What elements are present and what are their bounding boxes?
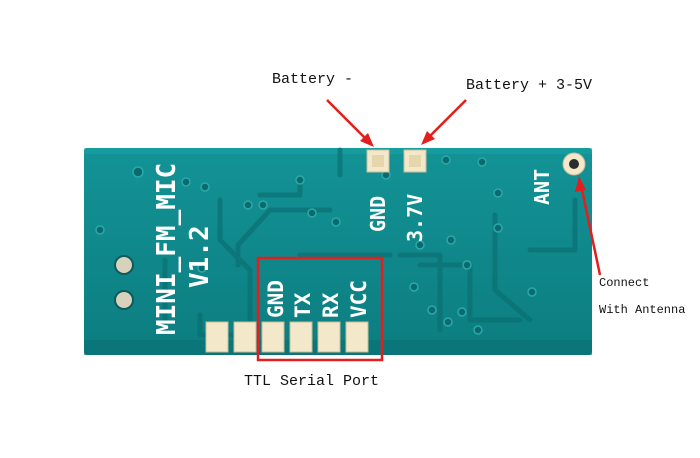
mounting-hole-upper — [114, 255, 134, 275]
battery-pos-silkscreen: 3.7V — [403, 194, 427, 242]
pcb-board — [84, 148, 592, 355]
serial-port-label: TTL Serial Port — [244, 373, 380, 390]
battery-pads — [366, 149, 427, 173]
callout-arrows — [326, 99, 602, 276]
antenna-silkscreen: ANT — [530, 169, 554, 205]
serial-port-highlight-box — [256, 256, 384, 362]
antenna-label-line1: Connect — [599, 276, 650, 290]
board-model-silkscreen: MINI_FM_MIC — [152, 163, 182, 335]
pin-vcc-silkscreen: VCC — [347, 280, 371, 318]
battery-positive-label: Battery + 3-5V — [466, 77, 593, 94]
battery-negative-label: Battery - — [272, 71, 354, 88]
antenna-label-line2: With Antenna — [599, 303, 686, 317]
board-version-silkscreen: V1.2 — [185, 225, 215, 288]
serial-header-pads — [205, 321, 369, 353]
pin-tx-silkscreen: TX — [291, 292, 315, 318]
pin-gnd-silkscreen: GND — [264, 280, 288, 318]
battery-neg-silkscreen: GND — [366, 196, 390, 232]
pcb-traces — [162, 147, 578, 338]
pin-rx-silkscreen: RX — [319, 292, 343, 318]
pcb-vias — [95, 155, 537, 335]
mounting-hole-lower — [114, 290, 134, 310]
